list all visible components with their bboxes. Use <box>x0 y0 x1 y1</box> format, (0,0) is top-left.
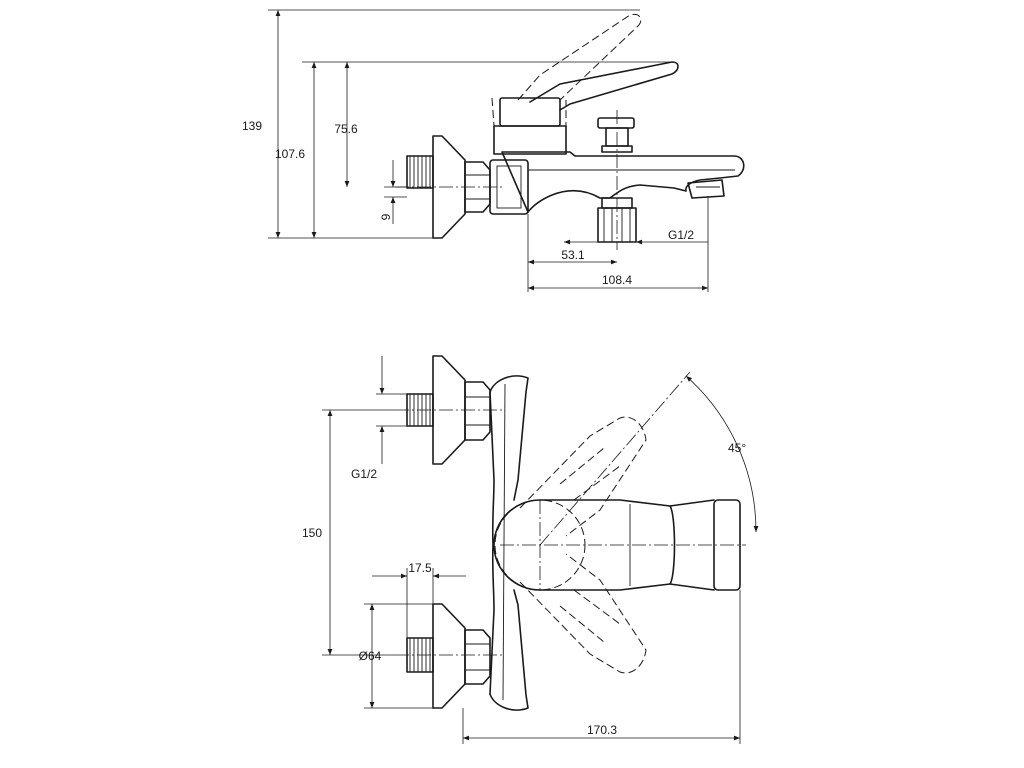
plan-lower-nut <box>464 629 491 685</box>
label-170: 170.3 <box>587 723 617 737</box>
side-lever-assembly <box>491 13 679 155</box>
dim-height-139: 139 <box>242 9 640 239</box>
label-139: 139 <box>242 119 262 133</box>
label-107: 107.6 <box>275 147 305 161</box>
dim-depth-170: 170.3 <box>462 590 741 744</box>
plan-view: G1/2 150 17.5 Ø64 170.3 <box>302 355 759 744</box>
plan-upper-nut <box>464 381 491 441</box>
label-108: 108.4 <box>602 273 632 287</box>
side-aerator <box>687 179 725 199</box>
dim-height-107: 107.6 <box>275 61 672 238</box>
side-spout-body <box>501 151 745 213</box>
dim-flange-64: Ø64 <box>359 603 433 709</box>
label-45: 45° <box>728 441 746 455</box>
label-64: Ø64 <box>359 649 382 663</box>
plan-lower-flange <box>432 603 466 709</box>
dim-thread-g12-top: G1/2 <box>564 228 708 245</box>
plan-body <box>489 375 529 711</box>
dim-thread-g12-front: G1/2 <box>351 356 407 481</box>
label-75: 75.6 <box>334 122 358 136</box>
dim-projection-108: 108.4 <box>528 196 709 292</box>
plan-lever-rotated-down <box>519 553 647 674</box>
plan-lever-rotated-up <box>519 416 647 537</box>
label-9: 9 <box>379 213 393 220</box>
label-17: 17.5 <box>408 561 432 575</box>
label-53: 53.1 <box>561 248 585 262</box>
side-diverter-knob <box>597 117 635 153</box>
dim-offset-53: 53.1 <box>527 214 617 292</box>
side-view: 139 107.6 75.6 9 G1/2 <box>242 9 745 292</box>
side-threaded-inlet <box>406 155 434 189</box>
dim-thread-9: 9 <box>379 160 407 224</box>
dim-nut-17: 17.5 <box>372 561 466 638</box>
label-g12-top: G1/2 <box>668 228 694 242</box>
dim-center-150: 150 <box>302 409 395 656</box>
dim-angle-45: 45° <box>685 375 759 533</box>
label-150: 150 <box>302 526 322 540</box>
dim-height-75: 75.6 <box>334 62 358 187</box>
plan-lever-hub <box>493 499 541 591</box>
label-g12-front: G1/2 <box>351 467 377 481</box>
